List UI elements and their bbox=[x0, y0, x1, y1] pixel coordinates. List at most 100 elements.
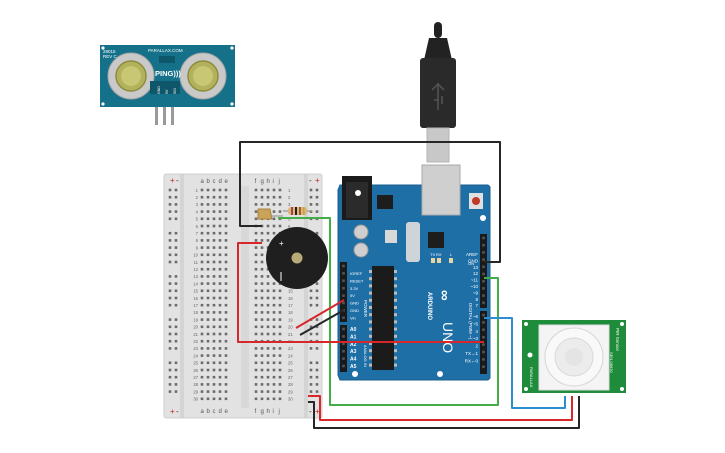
breadboard-hole bbox=[200, 253, 204, 257]
row-label: 25 bbox=[288, 361, 293, 366]
breadboard-hole bbox=[254, 311, 258, 314]
breadboard-hole bbox=[266, 289, 270, 293]
arduino-uno-board[interactable]: TX RX L ON ∞ ARDUINO UNO DIGITAL (PWM ~)… bbox=[337, 164, 491, 381]
usb-plug-metal bbox=[426, 127, 450, 163]
resistor-band bbox=[295, 207, 297, 215]
rail-hole bbox=[168, 282, 172, 285]
column-label: f bbox=[255, 409, 257, 415]
breadboard-hole bbox=[260, 318, 264, 321]
ping-ultrasonic-sensor[interactable]: 28015 REV C PARALLAX.COM PING))) GND 5V … bbox=[100, 45, 235, 125]
arduino-pin-labels: IOREFRESET3.3V5VGNDGNDVinA0A1A2A3A4A5ARE… bbox=[350, 252, 479, 370]
breadboard-hole bbox=[254, 282, 258, 285]
breadboard-hole bbox=[254, 289, 258, 293]
analog-pin-label: A3 bbox=[350, 349, 357, 355]
wire-black-gnd-led[interactable] bbox=[239, 141, 501, 263]
rail-hole bbox=[315, 282, 319, 285]
breadboard-hole bbox=[272, 390, 276, 393]
breadboard-hole bbox=[212, 217, 216, 221]
wires[interactable] bbox=[237, 141, 580, 429]
breadboard-hole bbox=[200, 260, 204, 264]
breadboard-hole bbox=[266, 347, 270, 350]
header-hole bbox=[482, 335, 485, 339]
header-hole bbox=[482, 313, 485, 317]
row-label: 12 bbox=[193, 267, 198, 272]
wire-red-pin[interactable] bbox=[237, 242, 484, 343]
breadboard-hole bbox=[272, 318, 276, 321]
breadboard-hole bbox=[206, 267, 210, 271]
power-pin-label: GND bbox=[350, 308, 359, 313]
usb-cable[interactable] bbox=[420, 22, 456, 163]
wire-black-gnd[interactable] bbox=[299, 309, 345, 336]
row-label: 20 bbox=[193, 325, 198, 330]
digital-pin-label: 2 bbox=[475, 344, 478, 349]
header-hole bbox=[342, 294, 345, 297]
breadboard-hole bbox=[260, 195, 264, 199]
power-pin-label: 3.3V bbox=[350, 286, 359, 291]
breadboard-hole bbox=[254, 195, 258, 199]
breadboard-hole bbox=[206, 253, 210, 257]
rail-hole bbox=[168, 195, 172, 199]
wire-green-pin12[interactable] bbox=[278, 217, 499, 406]
rail-hole bbox=[168, 246, 172, 249]
breadboard-hole bbox=[254, 368, 258, 372]
breadboard-hole bbox=[260, 368, 264, 372]
breadboard-hole bbox=[206, 239, 210, 242]
row-label: 29 bbox=[193, 389, 198, 394]
breadboard-hole bbox=[260, 267, 264, 271]
breadboard-hole bbox=[278, 325, 282, 329]
breadboard-hole bbox=[212, 275, 216, 278]
breadboard-hole bbox=[224, 383, 228, 386]
breadboard-hole bbox=[254, 217, 258, 221]
breadboard-hole bbox=[200, 224, 204, 228]
wire-red-pir-vcc[interactable] bbox=[308, 395, 573, 421]
capacitor bbox=[353, 224, 369, 240]
breadboard-hole bbox=[206, 231, 210, 235]
sensor-pin bbox=[163, 90, 166, 125]
rail-hole bbox=[168, 325, 172, 329]
breadboard-hole bbox=[266, 195, 270, 199]
breadboard-hole bbox=[206, 397, 210, 401]
breadboard-hole bbox=[224, 332, 228, 336]
arduino-logo-group: ∞ bbox=[436, 290, 453, 301]
breadboard-hole bbox=[266, 296, 270, 300]
row-label: 18 bbox=[288, 310, 293, 315]
breadboard-hole bbox=[224, 397, 228, 401]
wire-black-pir-gnd[interactable] bbox=[308, 396, 580, 429]
pir-motion-sensor[interactable]: PIR Sensor SEN-08630 PARALLAX bbox=[522, 320, 626, 393]
rail-hole bbox=[174, 239, 178, 242]
wire-red-5v[interactable] bbox=[295, 299, 345, 329]
breadboard-hole bbox=[272, 368, 276, 372]
breadboard-hole bbox=[272, 203, 276, 206]
piezo-buzzer[interactable]: + bbox=[266, 227, 328, 289]
breadboard-hole bbox=[212, 246, 216, 249]
breadboard-hole bbox=[278, 368, 282, 372]
breadboard-hole bbox=[218, 397, 222, 401]
rail-hole bbox=[174, 361, 178, 365]
wire-blue-pir-signal[interactable] bbox=[484, 317, 566, 409]
arduino-model: UNO bbox=[440, 322, 456, 353]
breadboard-hole bbox=[224, 361, 228, 365]
breadboard-hole bbox=[254, 253, 258, 257]
led-and-resistor[interactable] bbox=[257, 207, 312, 220]
header-hole bbox=[342, 286, 345, 290]
ping-brand-label: PARALLAX.COM bbox=[148, 48, 183, 53]
reset-button[interactable] bbox=[472, 197, 480, 205]
arduino-logo-icon: ∞ bbox=[436, 290, 453, 301]
breadboard-hole bbox=[206, 282, 210, 285]
header-hole bbox=[482, 272, 485, 276]
rail-hole bbox=[174, 347, 178, 350]
breadboard-hole bbox=[266, 267, 270, 271]
breadboard-hole bbox=[266, 311, 270, 314]
ping-rev-label: REV C bbox=[103, 54, 118, 59]
breadboard-hole bbox=[272, 224, 276, 228]
usb-b-port bbox=[421, 164, 461, 216]
digital-pin-label: 13 bbox=[473, 265, 479, 270]
breadboard-hole bbox=[278, 354, 282, 357]
ping-model-label: 28015 bbox=[103, 49, 116, 54]
breadboard-hole bbox=[200, 289, 204, 293]
breadboard-hole bbox=[200, 325, 204, 329]
breadboard-hole bbox=[224, 375, 228, 379]
breadboard-hole bbox=[212, 267, 216, 271]
breadboard-hole bbox=[224, 253, 228, 257]
